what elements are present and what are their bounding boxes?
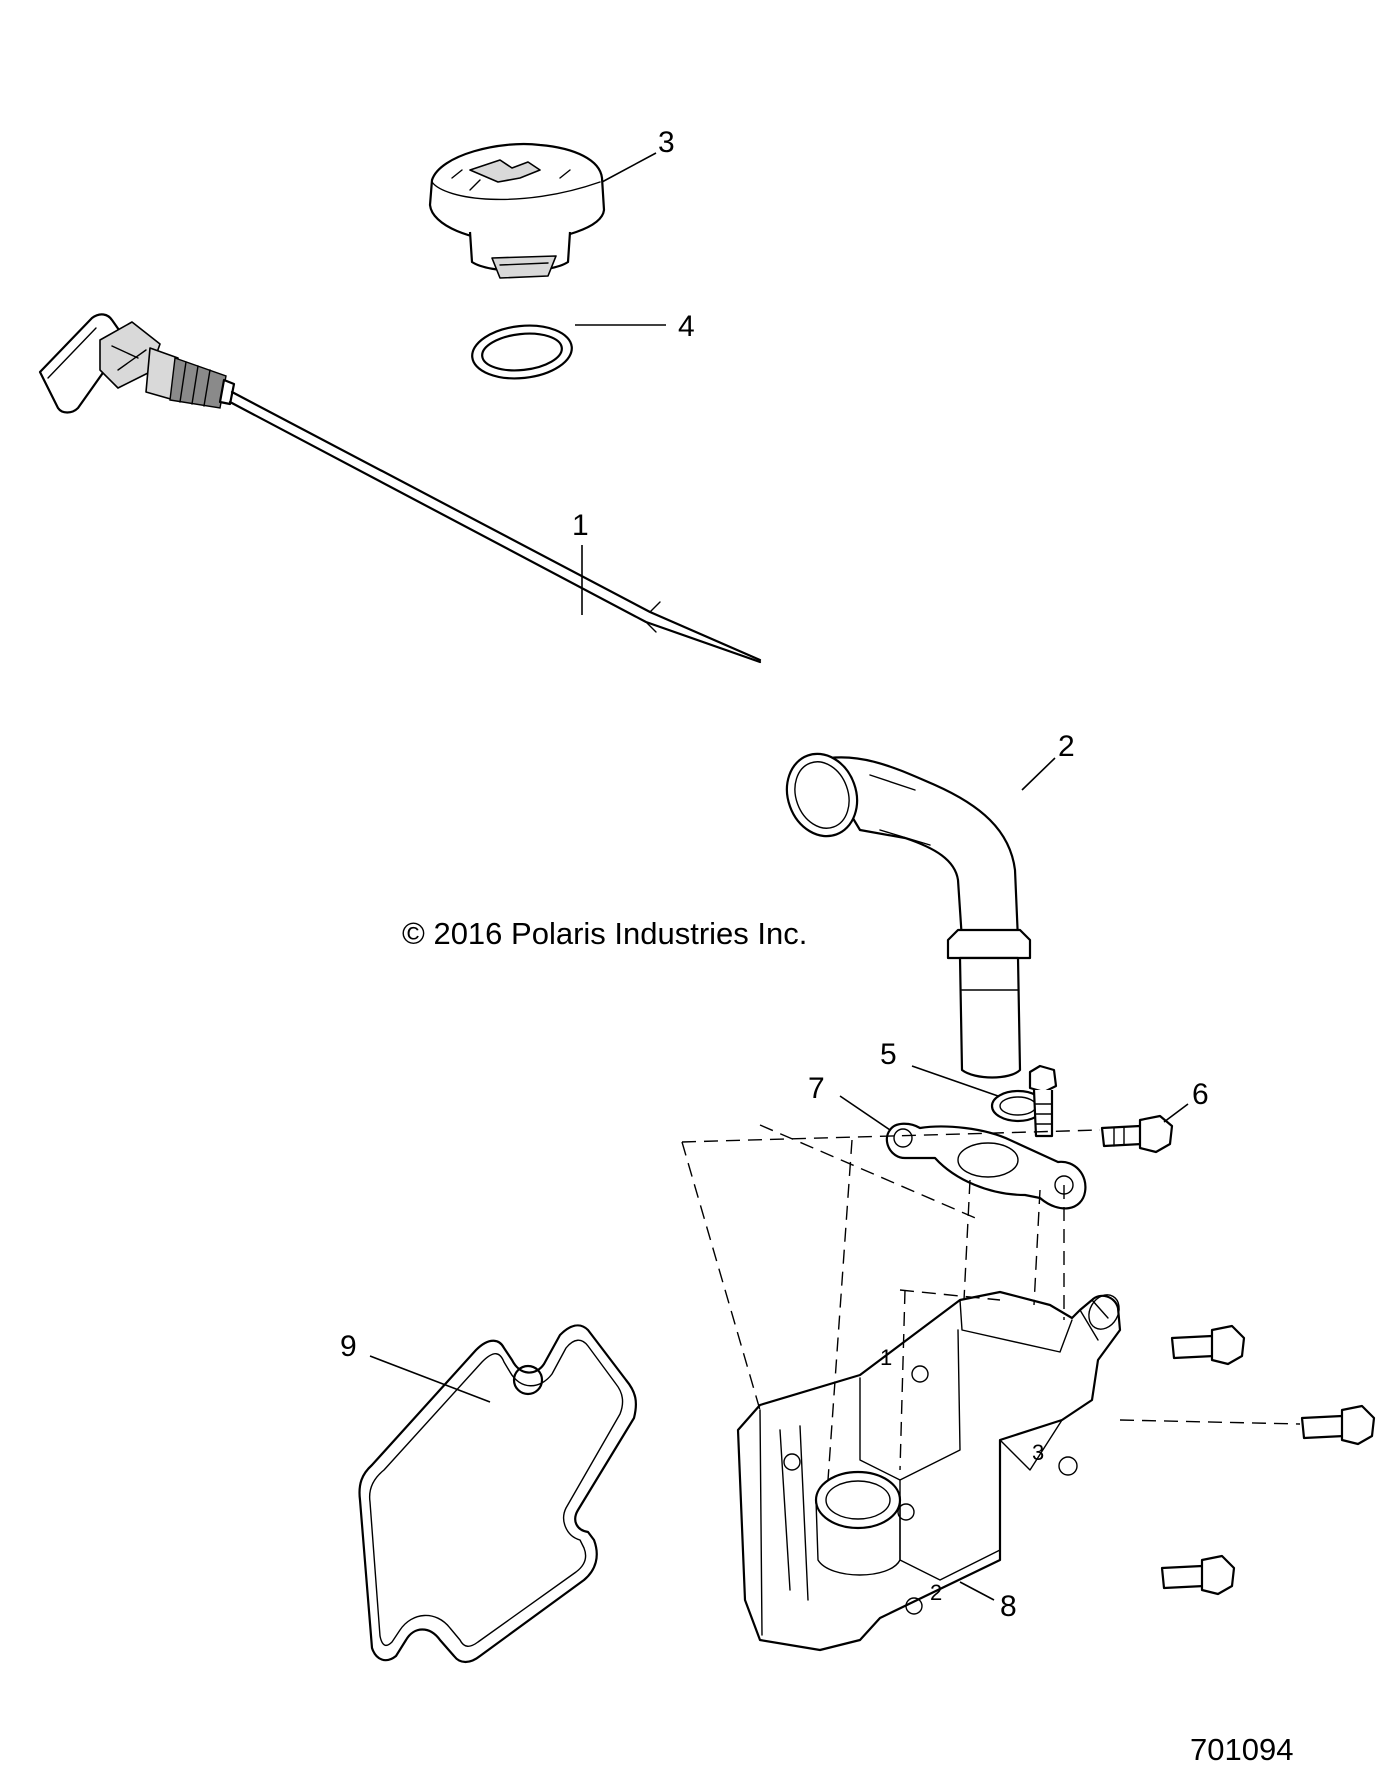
- callout-labels: 1 2 3 4 5 6 7 8 9: [340, 126, 1209, 1623]
- callout-9: 9: [340, 1330, 357, 1363]
- assembly-lines: [681, 1124, 1301, 1481]
- valve-cover-part: 1 2 3: [736, 1290, 1122, 1652]
- callout-6: 6: [1192, 1078, 1209, 1111]
- callout-2: 2: [1058, 730, 1075, 763]
- cover-mark-3: 3: [1032, 1440, 1044, 1465]
- callout-7: 7: [808, 1072, 825, 1105]
- leader-lines: [369, 152, 1189, 1601]
- copyright-notice: © 2016 Polaris Industries Inc.: [402, 916, 807, 951]
- bolt-right-1: [1170, 1324, 1246, 1366]
- bolt-right-3: [1160, 1554, 1236, 1596]
- cap-o-ring-part: [471, 324, 573, 380]
- callout-1: 1: [572, 509, 589, 542]
- fill-tube-part: [785, 752, 1032, 1079]
- oil-cap-part: [428, 143, 606, 279]
- callout-4: 4: [678, 310, 695, 343]
- bolt-right-2: [1300, 1404, 1376, 1446]
- callout-3: 3: [658, 126, 675, 159]
- tube-gasket-part: [885, 1122, 1087, 1210]
- cover-mark-2: 2: [930, 1580, 942, 1605]
- callout-8: 8: [1000, 1590, 1017, 1623]
- bolt-6: [1100, 1114, 1174, 1154]
- cover-gasket-part: [358, 1324, 637, 1664]
- cover-mark-1: 1: [880, 1345, 892, 1370]
- figure-number: 701094: [1190, 1732, 1293, 1767]
- dipstick-part: [38, 313, 762, 664]
- callout-5: 5: [880, 1038, 897, 1071]
- flange-bolt: [1028, 1064, 1058, 1138]
